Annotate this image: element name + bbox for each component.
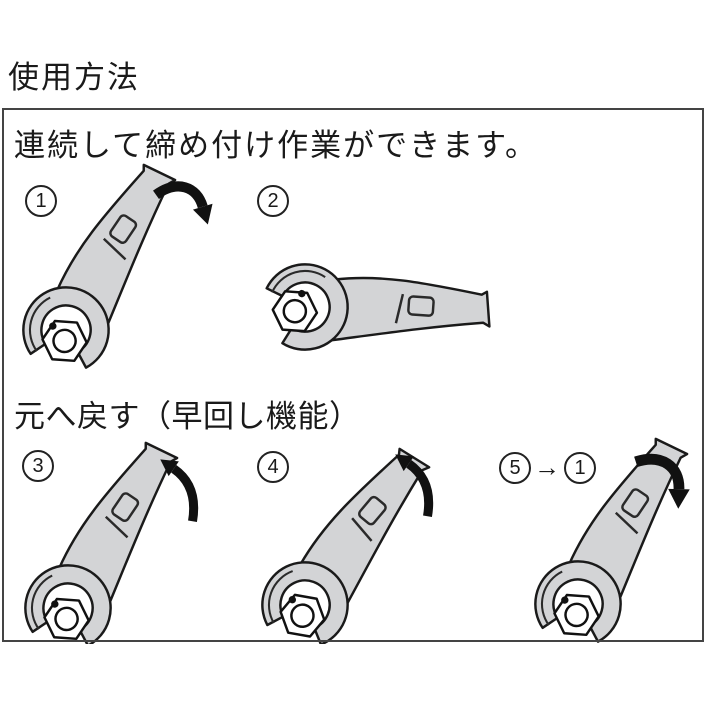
step-4-badge: 4 bbox=[257, 451, 289, 483]
wrench-illustration-step-2 bbox=[261, 260, 495, 364]
step-1-badge: 1 bbox=[25, 185, 57, 217]
step-3-badge: 3 bbox=[22, 450, 54, 482]
rotate-clockwise-arrow-icon bbox=[156, 186, 213, 224]
arrow-right-icon: → bbox=[534, 451, 560, 482]
step-5-badge: 5 bbox=[499, 452, 531, 484]
rotate-counterclockwise-arrow-icon bbox=[160, 459, 193, 521]
step-5-target-badge: 1 bbox=[564, 452, 596, 484]
reset-function-label: 元へ戻す（早回し機能） bbox=[14, 399, 361, 434]
step-2-badge: 2 bbox=[257, 185, 289, 217]
tightening-instruction-text: 連続して締め付け作業ができます。 bbox=[14, 128, 538, 163]
page-title: 使用方法 bbox=[8, 60, 140, 95]
